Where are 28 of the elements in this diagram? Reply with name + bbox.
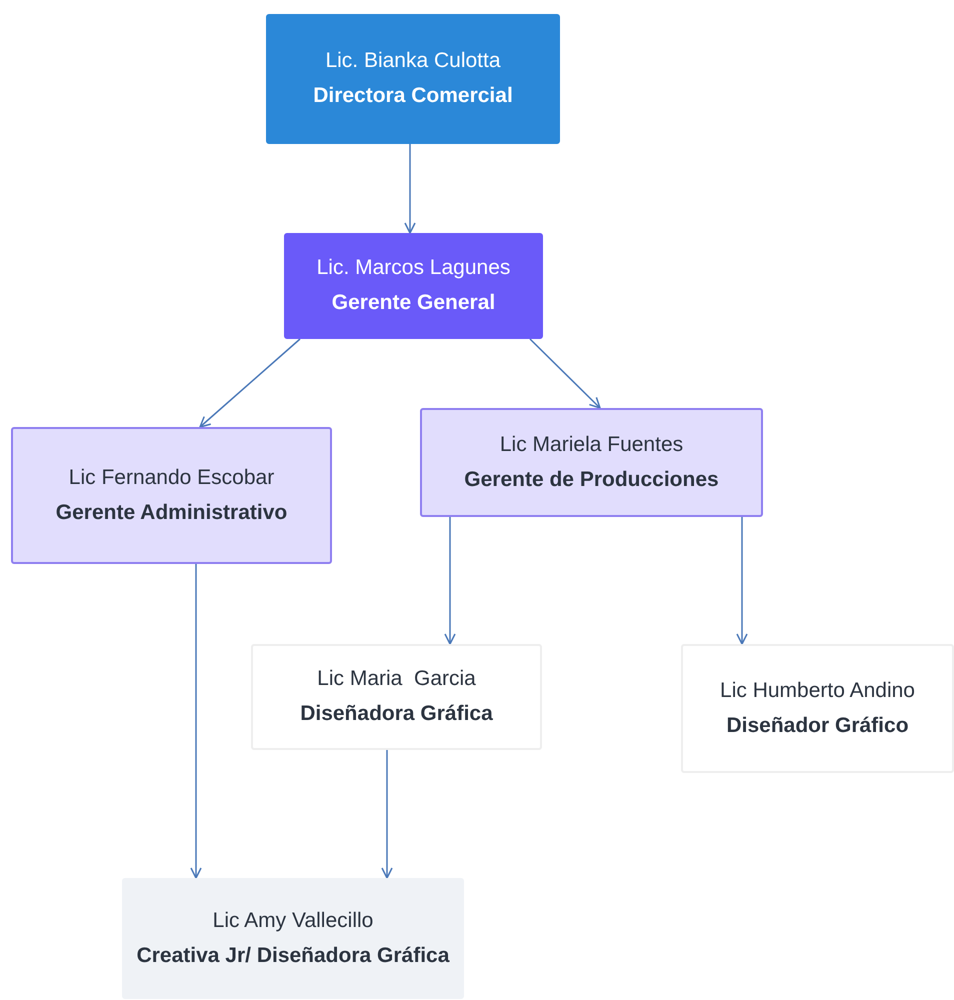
- person-name: Lic Amy Vallecillo: [212, 908, 374, 934]
- arrow: [190, 564, 202, 879]
- job-title: Diseñador Gráfico: [726, 712, 909, 738]
- person-name: Lic Mariela Fuentes: [500, 432, 684, 458]
- arrow: [381, 750, 393, 879]
- org-chart-box: [122, 878, 464, 999]
- org-chart-box: [11, 427, 332, 564]
- arrow: [529, 338, 601, 409]
- person-name: Lic Humberto Andino: [720, 678, 915, 704]
- job-title: Creativa Jr/ Diseñadora Gráfica: [136, 942, 450, 968]
- org-chart-box: [284, 233, 543, 339]
- org-chart-box: [420, 408, 763, 517]
- arrow: [404, 144, 416, 234]
- org-chart-box: [251, 644, 542, 750]
- org-chart-box: [681, 644, 954, 773]
- person-name: Lic. Marcos Lagunes: [316, 255, 510, 282]
- arrow: [736, 517, 748, 645]
- job-title: Directora Comercial: [313, 83, 513, 109]
- org-chart-box: [266, 14, 560, 144]
- job-title: Diseñadora Gráfica: [300, 701, 493, 727]
- job-title: Gerente General: [332, 290, 496, 316]
- person-name: Lic. Bianka Culotta: [325, 48, 501, 74]
- arrow: [199, 338, 300, 428]
- job-title: Gerente de Producciones: [464, 466, 719, 492]
- arrow: [444, 517, 456, 645]
- person-name: Lic Fernando Escobar: [68, 464, 274, 491]
- job-title: Gerente Administrativo: [56, 500, 288, 526]
- person-name: Lic Maria Garcia: [317, 666, 476, 692]
